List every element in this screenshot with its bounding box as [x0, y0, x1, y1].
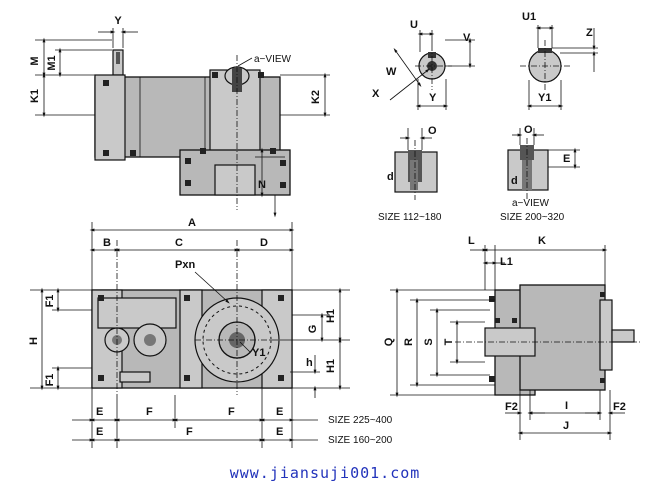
dim-Z: Z	[586, 27, 593, 39]
dim-F-c: F	[186, 426, 193, 438]
dim-B: B	[103, 237, 111, 249]
dim-Y1-shaft: Y1	[538, 92, 551, 104]
aview-detail-small: O d SIZE 112~180	[378, 125, 442, 223]
shaft-detail-keyed: U V W X Y	[372, 19, 475, 110]
dim-C: C	[175, 237, 183, 249]
dim-h: h	[306, 357, 313, 369]
dim-N: N	[258, 179, 266, 191]
dim-F2-right: F2	[613, 401, 626, 413]
dim-F1-bot: F1	[44, 374, 56, 387]
dim-Y-shaft: Y	[429, 92, 437, 104]
dim-L: L	[468, 235, 475, 247]
dim-W: W	[386, 66, 397, 78]
aview-b-label: a−VIEW	[512, 198, 550, 209]
aview-detail-large: O E d a−VIEW SIZE 200~320	[500, 124, 580, 223]
dim-X: X	[372, 88, 380, 100]
dim-E-b: E	[563, 153, 570, 165]
size-b-label: SIZE 200~320	[500, 212, 565, 223]
dim-U: U	[410, 19, 418, 31]
plan-view: A B C D Pxn Y1 H F1 F1 G H1 H1 h	[28, 217, 393, 448]
dim-E2: E	[276, 406, 283, 418]
dim-Q: Q	[383, 337, 395, 346]
dim-E4: E	[276, 426, 283, 438]
dim-E1: E	[96, 406, 103, 418]
dim-Pxn: Pxn	[175, 259, 195, 271]
dim-T: T	[443, 338, 455, 345]
aview-top-label: a−VIEW	[254, 54, 292, 65]
dim-I: I	[565, 400, 568, 412]
dim-d-b: d	[511, 175, 518, 187]
side-view-top: Y M M1 K1 K2 N a−VIEW	[29, 15, 330, 218]
dim-K1: K1	[29, 89, 41, 103]
shaft-detail-flat: U1 Z Y1	[520, 11, 598, 110]
dim-K2: K2	[310, 90, 322, 104]
dim-S: S	[423, 338, 435, 345]
dim-F1-top: F1	[44, 295, 56, 308]
dim-K: K	[538, 235, 546, 247]
end-view: L K L1 Q R S T F2 I F2 J	[383, 235, 640, 440]
watermark-url: www.jiansuji001.com	[230, 464, 421, 482]
dim-d-a: d	[387, 171, 394, 183]
dim-V: V	[463, 32, 471, 44]
dim-L1: L1	[500, 256, 513, 268]
dim-M: M	[29, 56, 41, 65]
dim-Y-top: Y	[114, 15, 122, 27]
dim-M1: M1	[46, 55, 58, 70]
dim-R: R	[403, 338, 415, 346]
dim-O-b: O	[524, 124, 533, 136]
dim-H: H	[28, 337, 40, 345]
size-a-label: SIZE 112~180	[378, 212, 442, 223]
dim-F-a: F	[146, 406, 153, 418]
dim-G: G	[307, 325, 319, 334]
dim-J: J	[563, 420, 569, 432]
dim-A: A	[188, 217, 196, 229]
dim-F2-left: F2	[505, 401, 518, 413]
size-row1-label: SIZE 225~400	[328, 415, 393, 426]
size-row2-label: SIZE 160~200	[328, 435, 393, 446]
dim-D: D	[260, 237, 268, 249]
dim-Y1: Y1	[252, 347, 265, 359]
dim-U1: U1	[522, 11, 536, 23]
dim-H1-bot: H1	[325, 359, 337, 373]
dim-H1-top: H1	[325, 309, 337, 323]
dim-E3: E	[96, 426, 103, 438]
dim-O-a: O	[428, 125, 437, 137]
dim-F-b: F	[228, 406, 235, 418]
